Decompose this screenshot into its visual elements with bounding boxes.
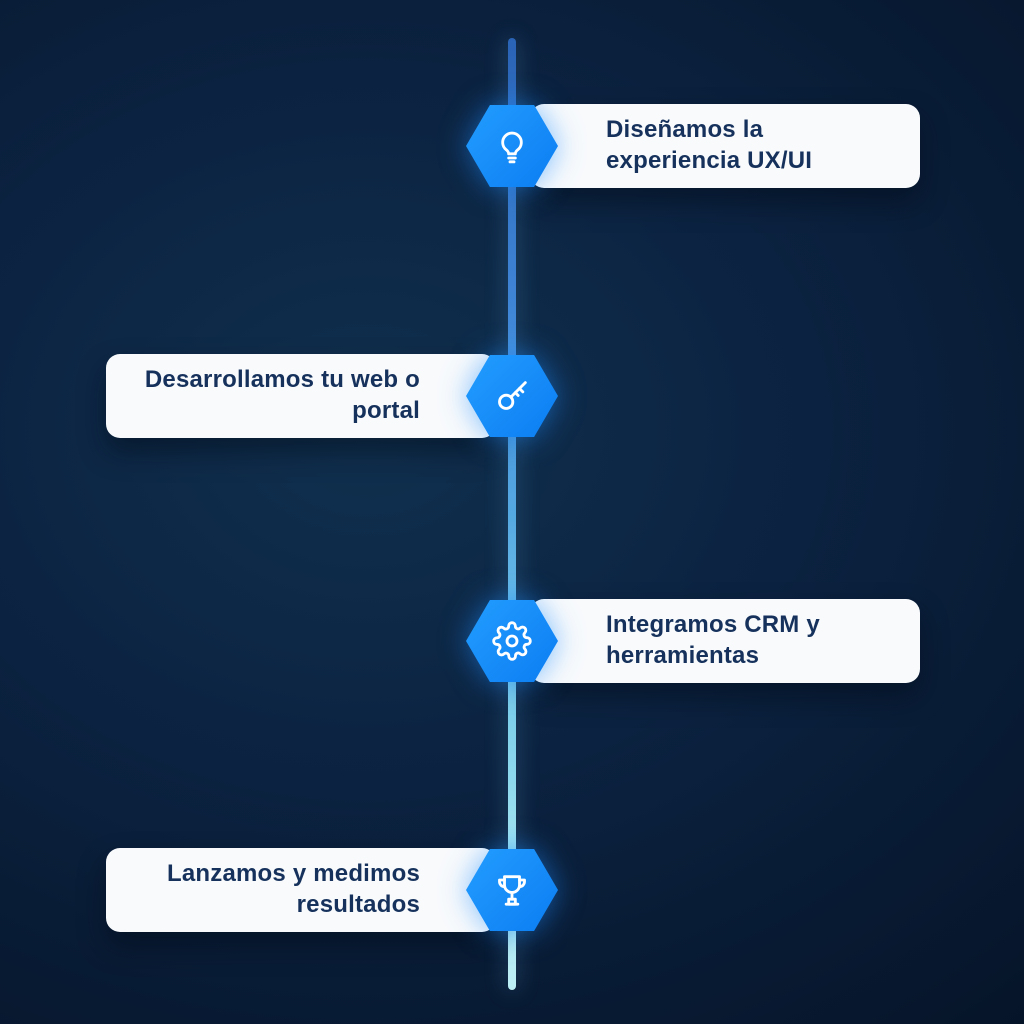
step-card: Desarrollamos tu web o portal — [106, 354, 496, 438]
step-hexagon — [466, 105, 558, 187]
step-hexagon — [466, 355, 558, 437]
step-card: Lanzamos y medimos resultados — [106, 848, 496, 932]
step-card: Diseñamos la experiencia UX/UI — [530, 104, 920, 188]
lightbulb-icon — [501, 131, 523, 164]
key-icon — [498, 381, 527, 410]
step-label: Integramos CRM y herramientas — [606, 611, 820, 669]
gear-icon — [492, 621, 532, 661]
step-label: Lanzamos y medimos resultados — [166, 860, 420, 918]
trophy-icon — [498, 875, 526, 906]
step-card: Integramos CRM y herramientas — [530, 599, 920, 683]
timeline-line — [508, 38, 516, 990]
step-hexagon — [466, 849, 558, 931]
step-label: Desarrollamos tu web o portal — [144, 366, 420, 424]
step-label: Diseñamos la experiencia UX/UI — [606, 116, 813, 174]
step-hexagon — [466, 600, 558, 682]
